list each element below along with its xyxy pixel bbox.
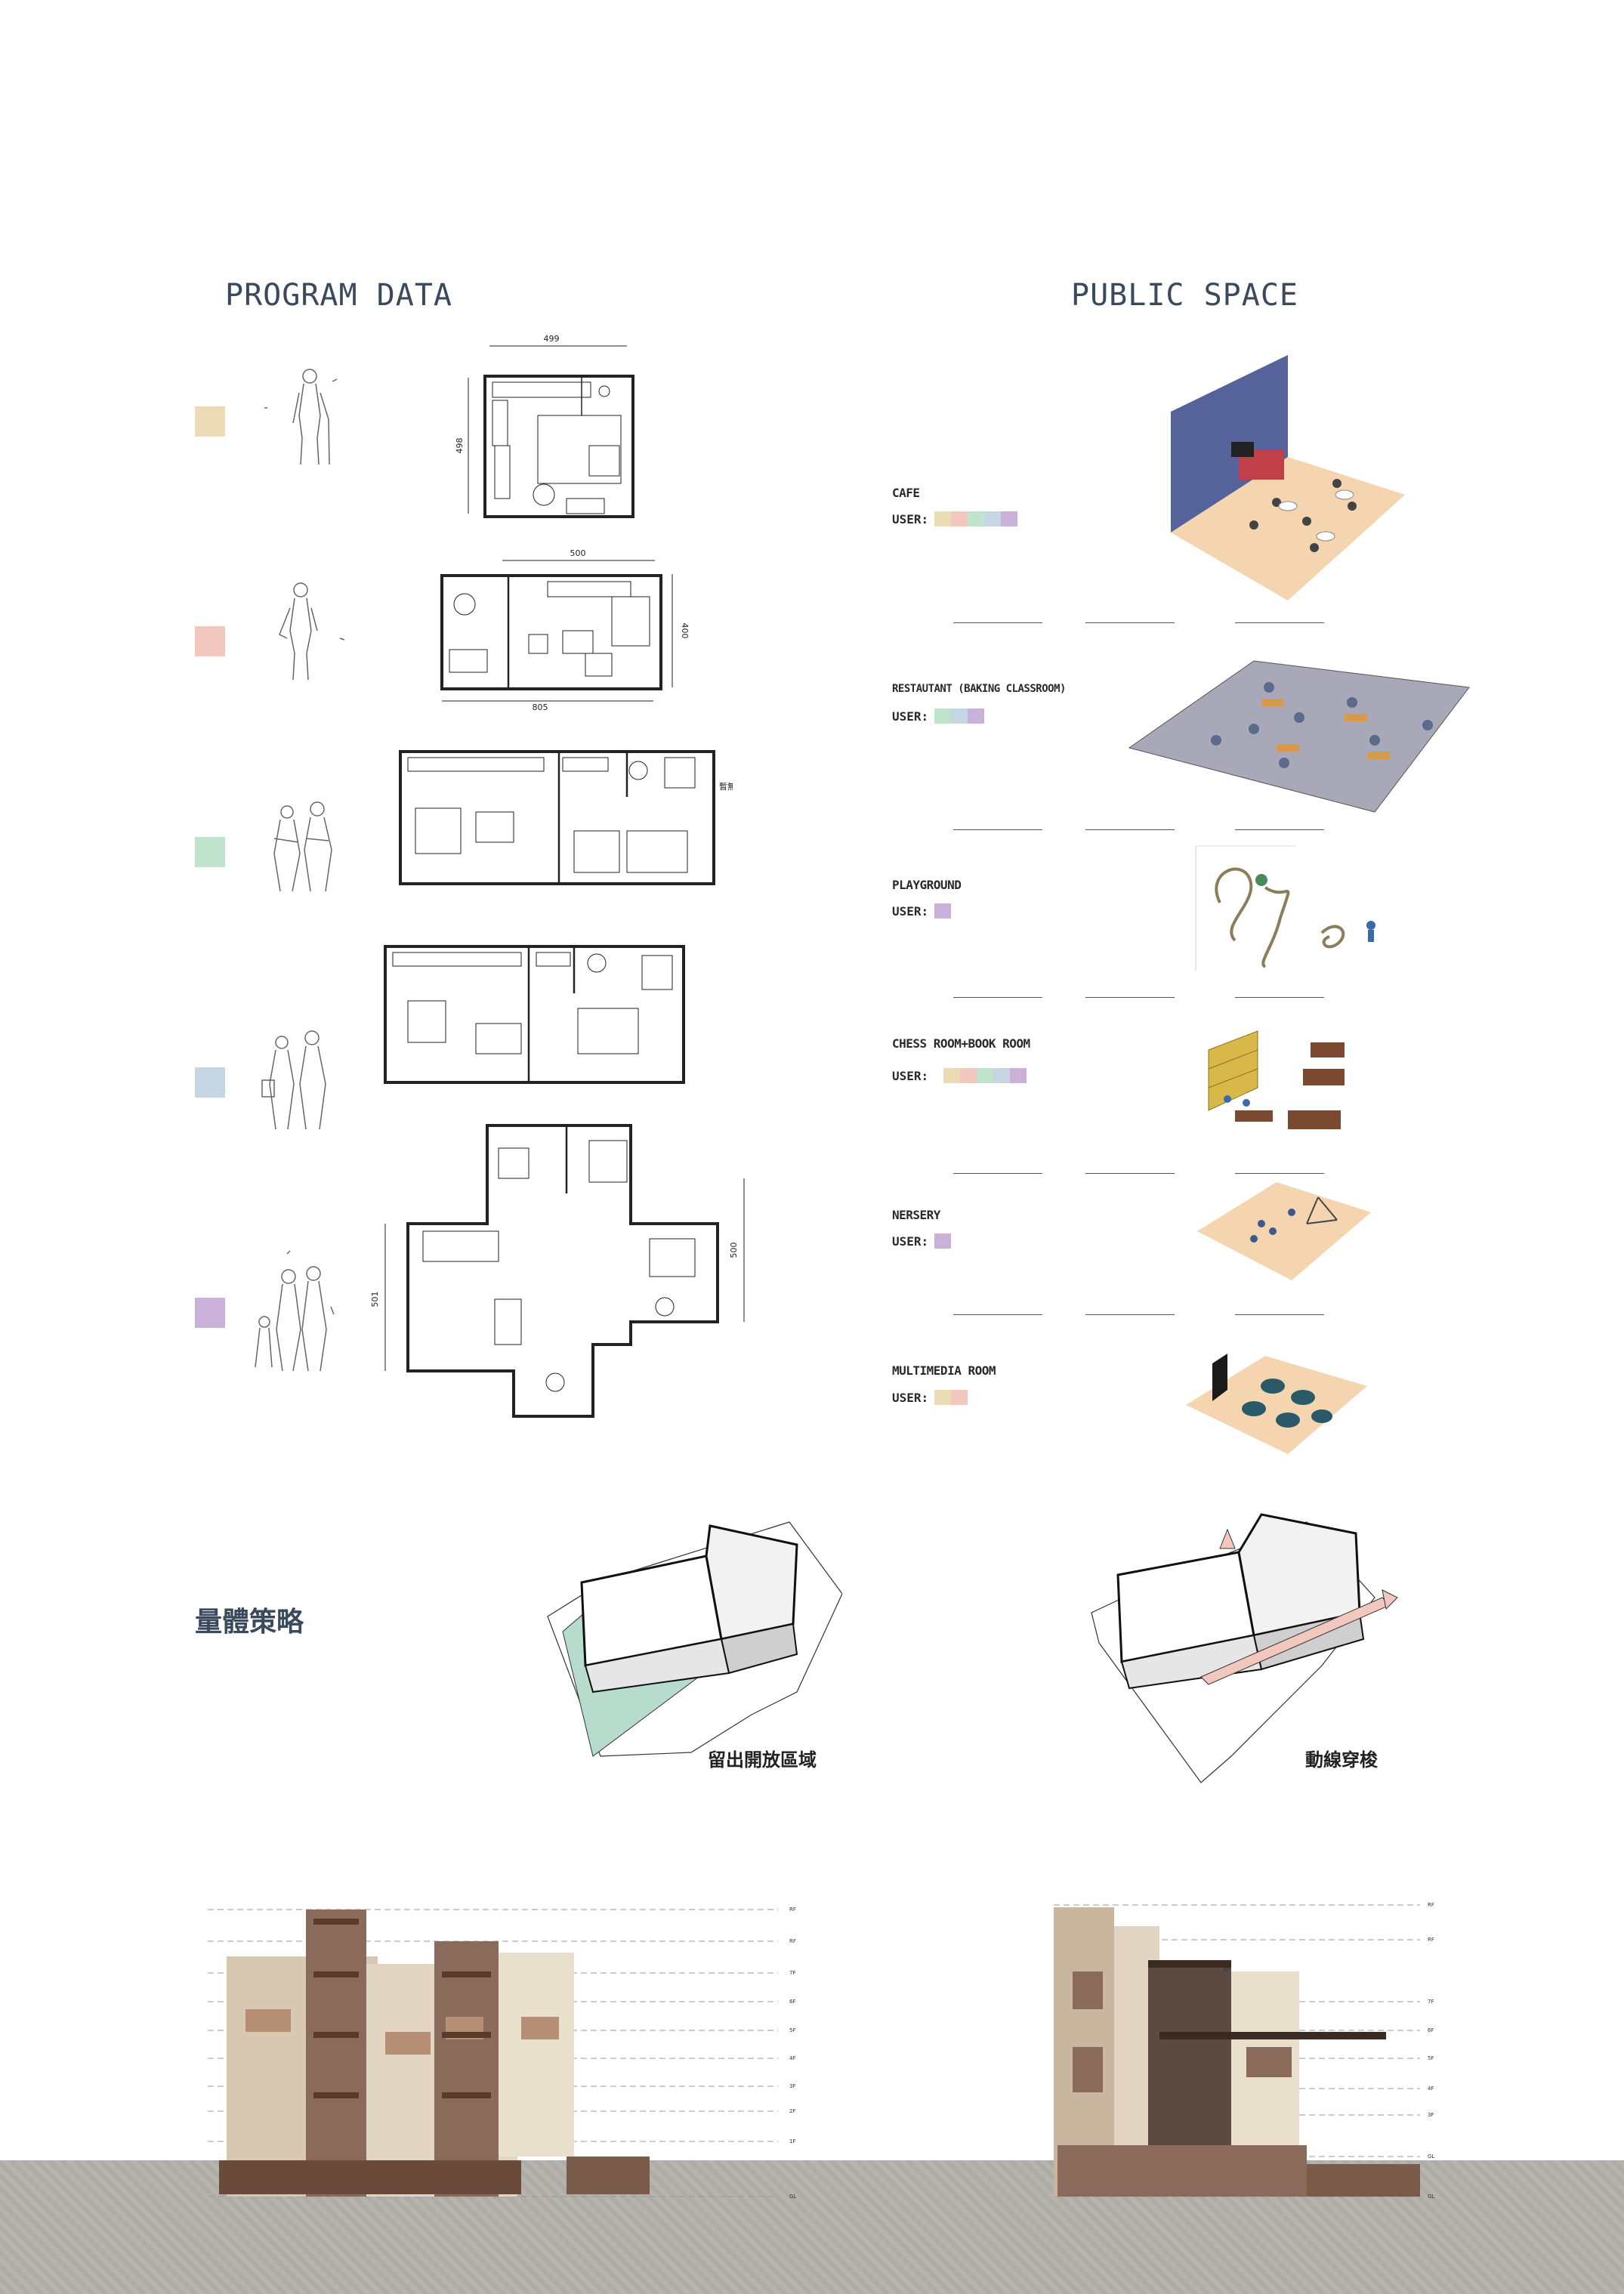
svg-text:3F: 3F: [789, 2083, 795, 2089]
divider: [953, 622, 1042, 623]
swatch-beige: [195, 406, 225, 437]
divider: [1085, 829, 1175, 830]
svg-text:5F: 5F: [789, 2027, 795, 2033]
user-color-bar: [934, 511, 1018, 526]
svg-text:501: 501: [370, 1292, 380, 1308]
section-elevation-right: RF RF 8F 7F 6F 5F 4F 3F GL GL: [1054, 1902, 1434, 2200]
svg-text:GL: GL: [1428, 2194, 1434, 2200]
massing-caption-circulation: 動線穿梭: [1305, 1749, 1378, 1771]
floor-plan-3: 暫無 IU_規范: [399, 750, 733, 885]
user-label: USER:: [892, 511, 929, 526]
divider: [1235, 1314, 1324, 1315]
user-label: USER:: [892, 1233, 929, 1249]
massing-diagram-open-area: [547, 1521, 842, 1757]
user-label: USER:: [892, 1390, 929, 1405]
svg-text:4F: 4F: [789, 2055, 795, 2061]
svg-text:RF: RF: [1428, 1902, 1434, 1908]
chess-book-room-illustration: [1208, 1030, 1345, 1129]
svg-text:GL: GL: [789, 2194, 796, 2200]
svg-text:RF: RF: [789, 1907, 796, 1913]
couple-with-bag-icon: [261, 1030, 326, 1130]
svg-text:暫無 IU_規范: 暫無 IU_規范: [719, 781, 733, 792]
user-color-bar: [934, 903, 952, 919]
svg-text:498: 498: [455, 438, 465, 454]
divider: [1235, 1173, 1324, 1174]
playground-illustration: [1195, 845, 1375, 971]
svg-text:7F: 7F: [1428, 1999, 1434, 2005]
user-row-playground: USER:: [892, 903, 952, 919]
couple-icon: [273, 801, 332, 892]
swatch-green: [195, 837, 225, 867]
user-label: USER:: [892, 903, 929, 919]
public-space-label-nursery: NERSERY: [892, 1208, 940, 1222]
massing-diagram-circulation: [1091, 1513, 1398, 1783]
divider: [1085, 622, 1175, 623]
swatch-pink: [195, 626, 225, 656]
user-row-multimedia-room: USER:: [892, 1390, 968, 1405]
svg-text:5F: 5F: [1428, 2055, 1434, 2061]
svg-text:8F: 8F: [1224, 1967, 1230, 1973]
svg-text:1F: 1F: [789, 2138, 795, 2144]
public-space-heading: PUBLIC SPACE: [1071, 278, 1298, 313]
divider: [1085, 1314, 1175, 1315]
floor-plan-4: [384, 945, 685, 1084]
divider: [1235, 829, 1324, 830]
public-space-label-restaurant: RESTAUTANT (BAKING CLASSROOM): [892, 683, 1066, 695]
floor-plan-2: 500 805 400: [440, 548, 690, 712]
user-label: USER:: [892, 709, 929, 724]
user-color-bar: [934, 1233, 952, 1249]
swatch-purple: [195, 1298, 225, 1328]
svg-text:3F: 3F: [1428, 2112, 1434, 2118]
divider: [1235, 997, 1324, 998]
cafe-illustration: [1171, 355, 1405, 601]
massing-strategy-heading: 量體策略: [195, 1607, 304, 1638]
user-color-bar: [934, 1390, 968, 1405]
divider: [953, 829, 1042, 830]
divider: [1235, 622, 1324, 623]
divider: [953, 997, 1042, 998]
floor-plan-1: 499 498: [455, 334, 634, 518]
adult-person-icon: [279, 582, 345, 681]
svg-text:4F: 4F: [1428, 2086, 1434, 2092]
svg-text:499: 499: [544, 334, 560, 344]
user-row-cafe: USER:: [892, 511, 1018, 526]
user-color-bar: [934, 709, 985, 724]
family-icon: [255, 1250, 335, 1372]
program-data-heading: PROGRAM DATA: [225, 278, 452, 313]
svg-text:2F: 2F: [789, 2108, 795, 2114]
section-elevation-left: RF RF 7F 6F 5F 4F 3F 2F 1F GL: [208, 1907, 796, 2200]
svg-text:GL: GL: [1428, 2154, 1434, 2160]
nursery-illustration: [1197, 1182, 1371, 1280]
svg-text:400: 400: [680, 623, 690, 639]
svg-text:RF: RF: [789, 1938, 796, 1944]
svg-text:7F: 7F: [789, 1970, 795, 1976]
svg-text:6F: 6F: [789, 1999, 795, 2005]
svg-text:500: 500: [729, 1243, 739, 1258]
divider: [953, 1173, 1042, 1174]
divider: [1085, 997, 1175, 998]
user-row-restaurant: USER:: [892, 709, 985, 724]
user-row-chess-book-room: USER:: [892, 1068, 1027, 1083]
swatch-blue: [195, 1067, 225, 1098]
public-space-label-playground: PLAYGROUND: [892, 878, 962, 892]
public-space-label-multimedia-room: MULTIMEDIA ROOM: [892, 1363, 996, 1378]
svg-text:805: 805: [533, 702, 548, 712]
svg-text:500: 500: [570, 548, 586, 558]
floor-plan-5: 501 500: [370, 1124, 745, 1418]
divider: [1085, 1173, 1175, 1174]
massing-caption-open-area: 留出開放區域: [708, 1749, 817, 1771]
multimedia-room-illustration: [1186, 1354, 1367, 1454]
svg-text:RF: RF: [1428, 1937, 1434, 1943]
divider: [953, 1314, 1042, 1315]
public-space-label-chess-book-room: CHESS ROOM+BOOK ROOM: [892, 1036, 1030, 1051]
user-label: USER:: [892, 1068, 929, 1083]
restaurant-illustration: [1128, 660, 1470, 813]
elderly-person-icon: [264, 369, 338, 465]
user-row-nursery: USER:: [892, 1233, 952, 1249]
public-space-label-cafe: CAFE: [892, 486, 920, 500]
svg-text:6F: 6F: [1428, 2027, 1434, 2033]
user-color-bar: [943, 1068, 1027, 1083]
